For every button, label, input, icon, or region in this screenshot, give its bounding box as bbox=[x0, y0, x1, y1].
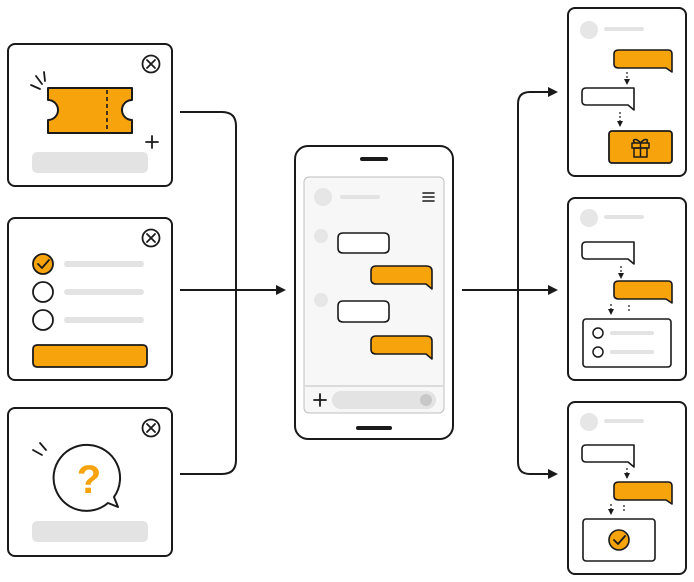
outgoing-bubble bbox=[613, 481, 673, 505]
option-line bbox=[64, 261, 144, 267]
connector-phone-to-reward bbox=[517, 87, 558, 290]
panel-reward bbox=[567, 7, 687, 177]
panel-survey-result bbox=[567, 197, 687, 381]
outgoing-bubble bbox=[613, 280, 673, 304]
connector-phone-to-confirmation bbox=[517, 290, 558, 479]
panel-ticket bbox=[7, 43, 173, 187]
gift-icon bbox=[631, 138, 650, 158]
bot-avatar bbox=[314, 229, 328, 243]
close-icon[interactable] bbox=[141, 54, 161, 74]
panel-confirmation bbox=[567, 401, 687, 575]
bot-avatar bbox=[314, 293, 328, 307]
placeholder-bar bbox=[32, 152, 148, 173]
option-line bbox=[64, 317, 144, 323]
survey-card bbox=[582, 318, 672, 368]
send-icon[interactable] bbox=[420, 394, 432, 406]
phone bbox=[294, 145, 454, 440]
speaker-bar bbox=[360, 157, 388, 161]
home-bar bbox=[356, 426, 392, 430]
close-icon[interactable] bbox=[141, 228, 161, 248]
placeholder-bar bbox=[32, 521, 148, 542]
sparkle-icon bbox=[30, 71, 159, 149]
survey-option[interactable] bbox=[32, 309, 144, 331]
ticket-icon bbox=[47, 87, 133, 134]
incoming-bubble bbox=[581, 444, 635, 468]
sparkle-icon bbox=[32, 442, 47, 456]
avatar bbox=[580, 209, 598, 227]
avatar bbox=[580, 413, 598, 431]
name-placeholder bbox=[604, 215, 644, 219]
option-radio bbox=[592, 346, 604, 358]
option-line bbox=[610, 350, 654, 354]
outgoing-bubble bbox=[613, 49, 673, 73]
avatar bbox=[314, 188, 332, 206]
name-placeholder bbox=[340, 195, 380, 199]
survey-option-checked[interactable] bbox=[32, 253, 144, 275]
outgoing-bubble bbox=[370, 265, 433, 290]
incoming-bubble bbox=[581, 87, 635, 111]
connector-question-to-merge bbox=[180, 290, 237, 475]
outgoing-bubble bbox=[370, 335, 433, 360]
question-icon: ? bbox=[52, 443, 122, 512]
name-placeholder bbox=[604, 419, 644, 423]
survey-option[interactable] bbox=[32, 281, 144, 303]
message-input[interactable] bbox=[332, 391, 436, 409]
check-icon bbox=[608, 529, 630, 551]
name-placeholder bbox=[604, 27, 644, 31]
question-symbol: ? bbox=[77, 458, 101, 502]
option-line bbox=[610, 331, 654, 335]
submit-button[interactable] bbox=[32, 344, 148, 368]
connector-ticket-to-merge bbox=[180, 111, 237, 290]
plus-icon[interactable] bbox=[313, 393, 327, 407]
panel-question: ? bbox=[7, 407, 173, 557]
option-line bbox=[64, 289, 144, 295]
incoming-bubble bbox=[337, 232, 390, 254]
option-radio bbox=[592, 327, 604, 339]
check-icon bbox=[37, 259, 50, 269]
menu-icon[interactable] bbox=[422, 192, 435, 202]
connectors bbox=[180, 87, 558, 479]
incoming-bubble bbox=[581, 241, 635, 265]
panel-survey bbox=[7, 217, 173, 381]
incoming-bubble bbox=[337, 300, 390, 323]
close-icon[interactable] bbox=[141, 418, 161, 438]
avatar bbox=[580, 21, 598, 39]
